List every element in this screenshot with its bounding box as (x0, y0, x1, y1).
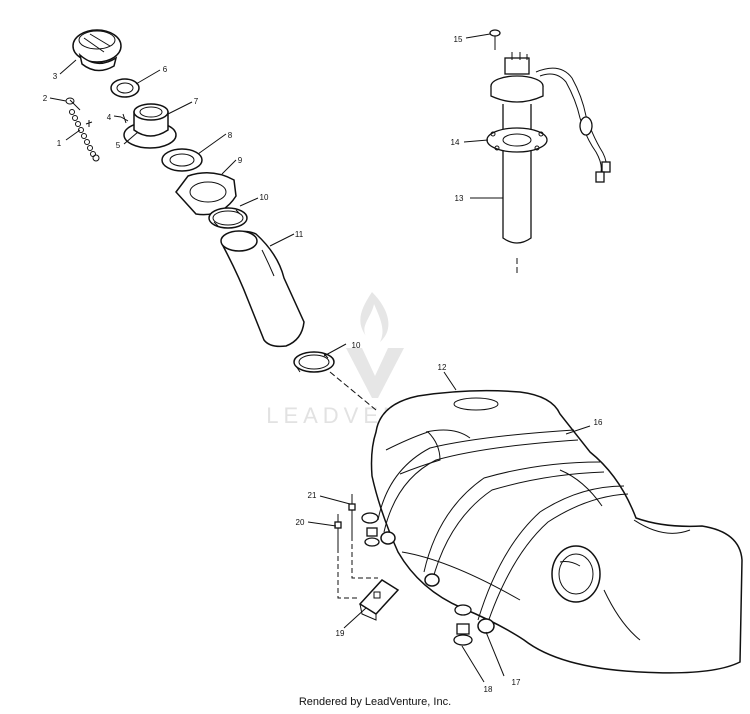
screw-4[interactable] (120, 113, 129, 124)
grommet-18[interactable] (453, 623, 473, 646)
callout-9: 9 (238, 156, 243, 165)
callout-12: 12 (438, 363, 447, 372)
sender-gasket[interactable] (486, 127, 548, 153)
callout-14: 14 (451, 138, 460, 147)
callout-2: 2 (43, 94, 48, 103)
callout-21: 21 (308, 491, 317, 500)
leader-lines (49, 33, 591, 683)
watermark-v-icon (346, 348, 404, 398)
cap-gasket[interactable] (110, 78, 140, 98)
callout-18: 18 (484, 685, 493, 694)
neck-adapter[interactable] (175, 172, 237, 216)
mount-bracket[interactable] (358, 579, 400, 621)
callout-6: 6 (163, 65, 168, 74)
callout-16: 16 (594, 418, 603, 427)
clip-upper[interactable] (361, 512, 379, 524)
hose-clamp-upper[interactable] (208, 207, 248, 229)
callout-4: 4 (107, 113, 112, 122)
callout-7: 7 (194, 97, 199, 106)
callout-11: 11 (295, 230, 304, 239)
callout-19: 19 (336, 629, 345, 638)
grommet-upper[interactable] (364, 527, 380, 547)
fuel-tank[interactable] (370, 389, 743, 674)
tank-strap[interactable] (377, 429, 629, 634)
render-credit: Rendered by LeadVenture, Inc. (298, 696, 452, 708)
callout-1: 1 (57, 139, 62, 148)
filler-cap-assembly (65, 29, 335, 373)
callout-20: 20 (296, 518, 305, 527)
callout-15: 15 (454, 35, 463, 44)
clip-lower[interactable] (454, 604, 472, 616)
fuel-cap[interactable] (72, 29, 122, 72)
filler-hose[interactable] (220, 230, 305, 348)
callout-17: 17 (512, 678, 521, 687)
mounting-hardware (334, 494, 473, 646)
callout-8: 8 (228, 131, 233, 140)
hose-clamp-lower[interactable] (293, 351, 335, 373)
neck-gasket[interactable] (161, 148, 203, 172)
callout-3: 3 (53, 72, 58, 81)
filler-neck[interactable] (123, 103, 177, 149)
callout-labels: 1 2 3 4 5 6 7 8 9 10 10 11 12 13 14 15 1… (43, 35, 603, 694)
callout-13: 13 (455, 194, 464, 203)
watermark-flame-icon (360, 292, 389, 342)
tether-chain[interactable] (65, 97, 100, 162)
callout-10-upper: 10 (260, 193, 269, 202)
callout-10-lower: 10 (352, 341, 361, 350)
callout-5: 5 (116, 141, 121, 150)
fuel-sender-assembly (486, 29, 611, 276)
